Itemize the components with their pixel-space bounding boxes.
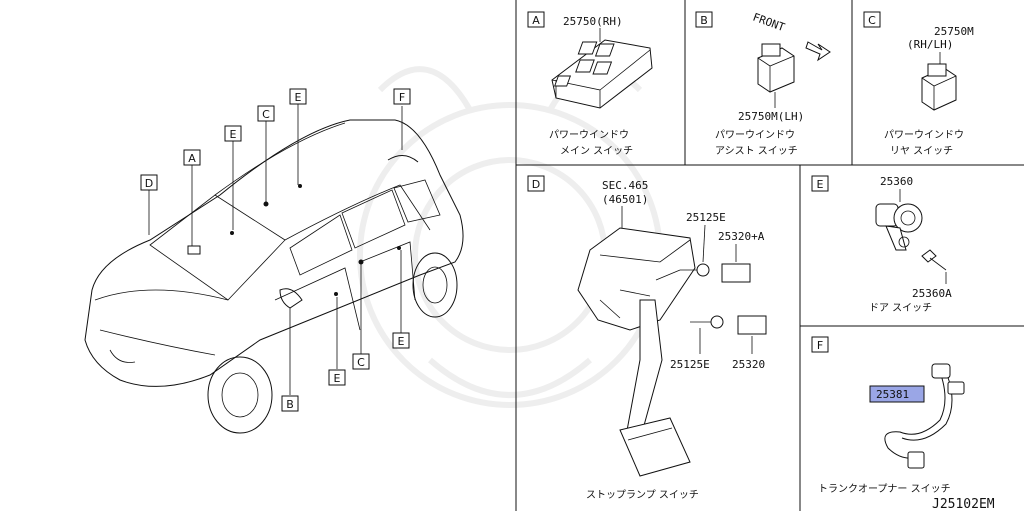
svg-text:A: A <box>188 152 196 165</box>
panel-f-letter: F <box>811 336 829 353</box>
switch-bottom <box>737 315 767 335</box>
panel-c-part-no: 25750M <box>934 25 974 38</box>
panel-e-letter: E <box>811 175 829 192</box>
panel-f: F 25381 トランクオープナー スイッチ <box>811 336 965 495</box>
callout-d: D <box>140 174 158 191</box>
callout-e-cabin: E <box>224 125 242 142</box>
panel-b-caption-1: パワーウインドウ <box>715 129 795 141</box>
sec-ref: SEC.465 <box>602 179 648 192</box>
door-switch-drawing <box>875 203 923 251</box>
panel-b-caption-2: アシスト スイッチ <box>715 145 798 157</box>
screw-bottom <box>710 315 724 329</box>
screw-top <box>696 263 710 277</box>
assist-switch-drawing <box>757 43 795 93</box>
front-wheel <box>207 356 273 434</box>
svg-text:D: D <box>532 178 540 191</box>
panel-c-caption-2: リヤ スイッチ <box>890 145 953 157</box>
car-marker-a <box>187 245 201 255</box>
screw-bottom-label: 25125E <box>670 358 710 371</box>
switch-bottom-label: 25320 <box>732 358 765 371</box>
panel-a-caption-2: メイン スイッチ <box>560 145 633 157</box>
callout-c-door: C <box>352 353 370 370</box>
screw-top-label: 25125E <box>686 211 726 224</box>
callout-c-roof: C <box>257 105 275 122</box>
switch-top <box>721 263 751 283</box>
brake-pedal-drawing <box>577 227 696 477</box>
panel-a: A 25750(RH) パワーウインドウ メイン スイッチ <box>527 11 653 157</box>
front-label: FRONT <box>751 11 787 35</box>
door-screw-label: 25360A <box>912 287 952 300</box>
svg-text:E: E <box>230 128 237 141</box>
callout-e-roof: E <box>289 88 307 105</box>
panel-a-letter: A <box>527 11 545 28</box>
svg-text:E: E <box>398 335 405 348</box>
car-marker-e-roof <box>298 184 302 188</box>
diagram-id: J25102EM <box>932 497 995 511</box>
panel-e-caption: ドア スイッチ <box>869 302 932 314</box>
car-marker-c-roof <box>263 201 269 207</box>
side-mirror <box>279 288 303 309</box>
callout-e-door: E <box>328 369 346 386</box>
callout-b: B <box>281 395 299 412</box>
svg-text:D: D <box>145 177 153 190</box>
part-highlight-box <box>869 385 925 403</box>
svg-text:A: A <box>532 14 540 27</box>
panel-c: C 25750M (RH/LH) パワーウインドウ リヤ スイッチ <box>863 11 974 157</box>
panel-b-letter: B <box>695 11 713 28</box>
panel-grid <box>515 0 1024 511</box>
car-overview <box>84 104 464 434</box>
panel-c-caption-1: パワーウインドウ <box>884 129 964 141</box>
main-window-switch-drawing <box>551 39 653 109</box>
front-arrow-icon <box>805 41 831 62</box>
door-switch-label: 25360 <box>880 175 913 188</box>
car-marker-e-door <box>334 292 338 296</box>
panel-a-part-no: 25750(RH) <box>563 15 623 28</box>
svg-text:B: B <box>700 14 708 27</box>
switch-top-label: 25320+A <box>718 230 765 243</box>
panel-f-caption: トランクオープナー スイッチ <box>818 483 951 495</box>
rear-wheel <box>412 252 458 318</box>
panel-d: D SEC.465 (46501) 25125E 25320+A 25125E … <box>527 175 767 501</box>
callout-a: A <box>183 149 201 166</box>
rear-switch-drawing <box>921 63 957 111</box>
car-marker-c-door <box>358 259 364 265</box>
callout-e-rear: E <box>392 332 410 349</box>
panel-e: E 25360 25360A ドア スイッチ <box>811 175 952 314</box>
car-marker-e-rear <box>397 246 401 250</box>
panel-b-part-no: 25750M(LH) <box>738 110 804 123</box>
door-screw-drawing <box>921 249 947 271</box>
panel-b: B FRONT 25750M(LH) パワーウインドウ アシスト スイッチ <box>695 11 831 157</box>
svg-text:C: C <box>357 356 365 369</box>
panel-d-letter: D <box>527 175 545 192</box>
svg-text:E: E <box>817 178 824 191</box>
svg-text:B: B <box>286 398 294 411</box>
svg-text:F: F <box>817 339 823 352</box>
car-marker-e-cabin <box>230 231 234 235</box>
callout-f: F <box>393 88 411 105</box>
car-callouts: D A E C E F B E C E <box>140 88 411 412</box>
svg-text:E: E <box>295 91 302 104</box>
svg-text:C: C <box>262 108 270 121</box>
trunk-switch-drawing <box>884 363 965 469</box>
trunk-switch-label: 25381 <box>876 388 909 401</box>
car-body-outline <box>84 119 464 387</box>
panel-a-caption-1: パワーウインドウ <box>549 129 629 141</box>
svg-text:E: E <box>334 372 341 385</box>
svg-text:F: F <box>399 91 405 104</box>
sec-ref-sub: (46501) <box>602 193 648 206</box>
side-windows <box>289 179 441 276</box>
svg-text:C: C <box>868 14 876 27</box>
panel-c-letter: C <box>863 11 881 28</box>
panel-d-caption: ストップランプ スイッチ <box>586 489 699 501</box>
panel-c-part-variant: (RH/LH) <box>907 38 953 51</box>
windshield <box>149 194 286 301</box>
